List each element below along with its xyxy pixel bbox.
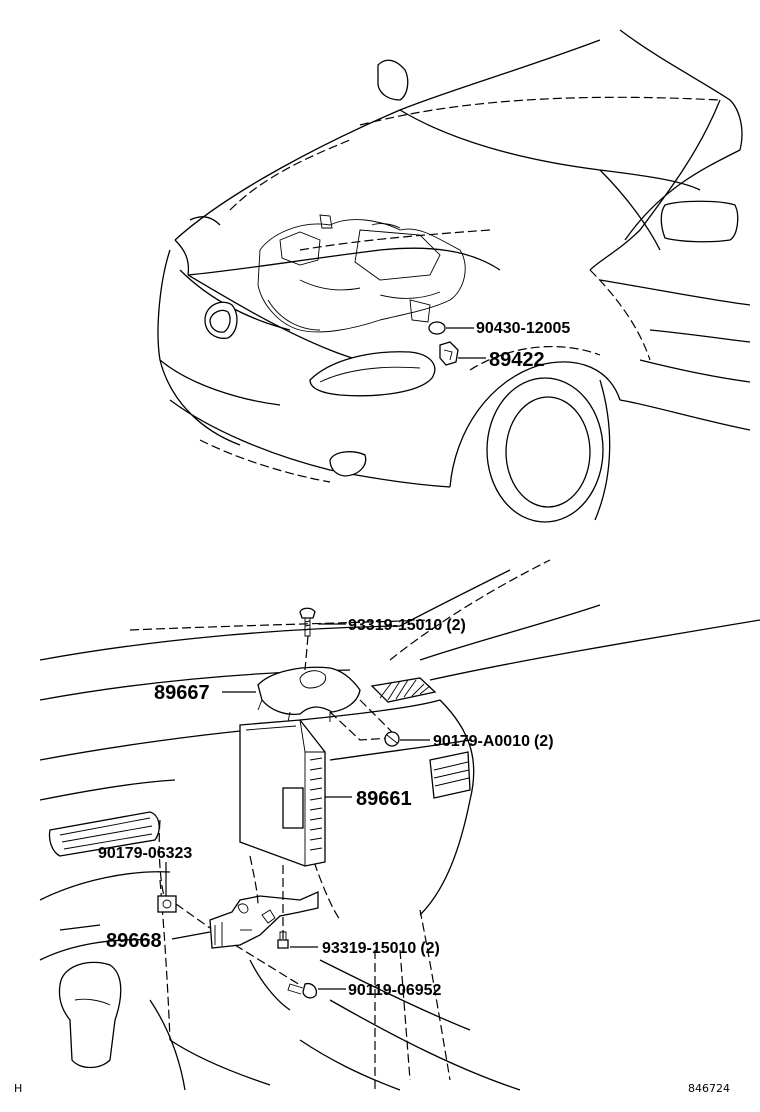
footer-right-code: 846724 <box>688 1082 730 1095</box>
callout-label: 90430-12005 <box>476 320 570 337</box>
callout-label: 89661 <box>356 788 412 810</box>
screw-part-93319-lower <box>277 931 289 949</box>
dashboard-illustration <box>39 559 760 1091</box>
leader-line <box>171 931 211 940</box>
bracket-part-89667 <box>257 666 391 741</box>
screw-part-93319-upper <box>299 607 316 637</box>
footer-left-code: H <box>14 1082 22 1095</box>
bolt-part-90119 <box>287 982 318 999</box>
ecu-part-89661 <box>239 719 326 867</box>
callout-label: 90179-A0010(2) <box>433 733 554 750</box>
callout-label: 90119-06952 <box>348 982 442 999</box>
callout-label: 89667 <box>154 682 210 704</box>
clip-part-90179-A0010 <box>384 731 400 747</box>
callout-label: 90179-06323 <box>98 845 192 862</box>
bracket-part-89668 <box>209 890 319 949</box>
callout-label: 93319-15010(2) <box>322 940 440 957</box>
callout-label: 89422 <box>489 349 545 371</box>
nut-part-90179-06323 <box>157 895 177 913</box>
car-front-illustration <box>157 29 751 523</box>
grommet-part-90430 <box>428 321 446 335</box>
sensor-part-89422 <box>439 341 459 366</box>
callout-label: 93319-15010(2) <box>348 617 466 634</box>
callout-label: 89668 <box>106 930 162 952</box>
